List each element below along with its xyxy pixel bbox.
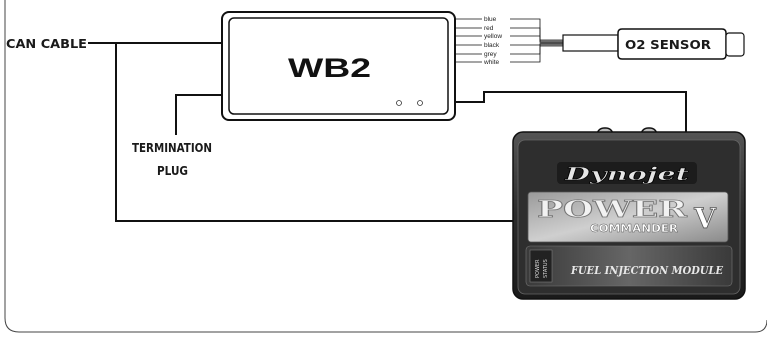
wire-5: [455, 45, 563, 63]
wire-3: [455, 43, 563, 46]
module-brand: Dynojet: [563, 164, 690, 185]
wire-1: [455, 27, 563, 42]
wire-0: [455, 18, 563, 41]
can-cable-label: CAN CABLE: [6, 37, 87, 51]
wire-label-white: white: [483, 59, 500, 66]
module-product-line1: POWER: [537, 196, 688, 223]
module-led-status: STATUS: [543, 259, 549, 278]
wire-2: [455, 35, 563, 43]
wb2-led-2: [417, 100, 423, 106]
can-to-module-cable: [115, 43, 513, 222]
module-subtitle: FUEL INJECTION MODULE: [570, 264, 723, 277]
wire-label-red: red: [484, 25, 494, 32]
module-led-panel: POWER STATUS: [529, 249, 553, 283]
wire-label-grey: grey: [484, 51, 497, 58]
wire-label-black: black: [484, 42, 500, 49]
wb2-to-module-cable: [445, 91, 687, 132]
termination-label-line1: TERMINATION: [132, 141, 212, 155]
o2-sensor: O2 SENSOR: [562, 28, 745, 60]
power-commander-module: Dynojet POWER COMMANDER V FUEL INJECTION…: [512, 127, 746, 300]
module-product-line2: COMMANDER: [590, 222, 679, 235]
module-led-power: POWER: [535, 259, 541, 278]
o2-sensor-label: O2 SENSOR: [625, 38, 711, 52]
wire-label-yellow: yellow: [484, 33, 502, 40]
wb2-led-1: [396, 100, 402, 106]
module-product-version: V: [693, 202, 717, 235]
page-frame: [4, 0, 767, 333]
wb2-unit: WB2: [221, 11, 456, 121]
wire-label-blue: blue: [484, 16, 497, 23]
termination-label-line2: PLUG: [157, 164, 188, 178]
wb2-label: WB2: [288, 53, 371, 83]
termination-plug-cable: [175, 94, 222, 135]
